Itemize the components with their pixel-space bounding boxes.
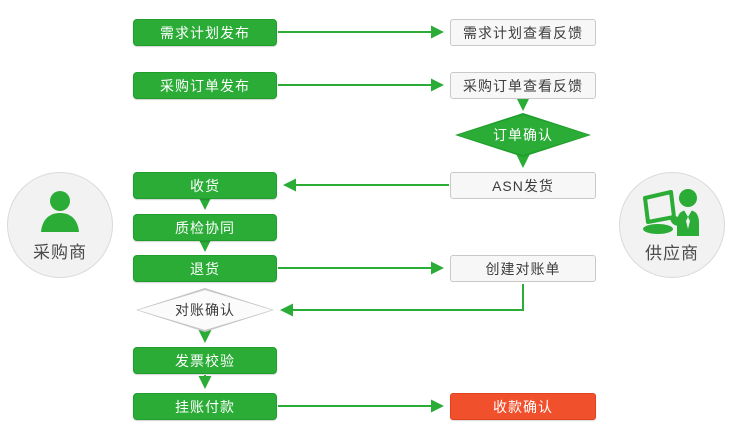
node-statement-confirm-label: 对账确认 xyxy=(175,302,235,318)
node-book-payment: 挂账付款 xyxy=(133,393,277,420)
node-return-goods: 退货 xyxy=(133,255,277,282)
node-asn-ship: ASN发货 xyxy=(450,172,596,199)
actor-buyer-label: 采购商 xyxy=(33,242,87,262)
node-create-statement: 创建对账单 xyxy=(450,255,596,282)
buyer-person-icon xyxy=(41,190,79,232)
node-invoice-verify: 发票校验 xyxy=(133,347,277,374)
node-order-confirm-label: 订单确认 xyxy=(493,127,553,143)
node-quality-collaborate: 质检协同 xyxy=(133,214,277,241)
node-demand-plan-feedback: 需求计划查看反馈 xyxy=(450,19,596,46)
actor-supplier: 供应商 xyxy=(619,172,725,278)
edge-statement-confirm xyxy=(280,284,524,317)
node-order-confirm: 订单确认 xyxy=(455,113,591,157)
supplier-computer-person-icon xyxy=(643,188,699,236)
node-po-feedback: 采购订单查看反馈 xyxy=(450,72,596,99)
actor-supplier-label: 供应商 xyxy=(645,243,699,263)
node-statement-confirm: 对账确认 xyxy=(136,288,274,332)
node-payment-confirm: 收款确认 xyxy=(450,393,596,420)
node-receive: 收货 xyxy=(133,172,277,199)
node-po-publish: 采购订单发布 xyxy=(133,72,277,99)
actor-buyer: 采购商 xyxy=(7,172,113,278)
node-demand-plan-publish: 需求计划发布 xyxy=(133,19,277,46)
